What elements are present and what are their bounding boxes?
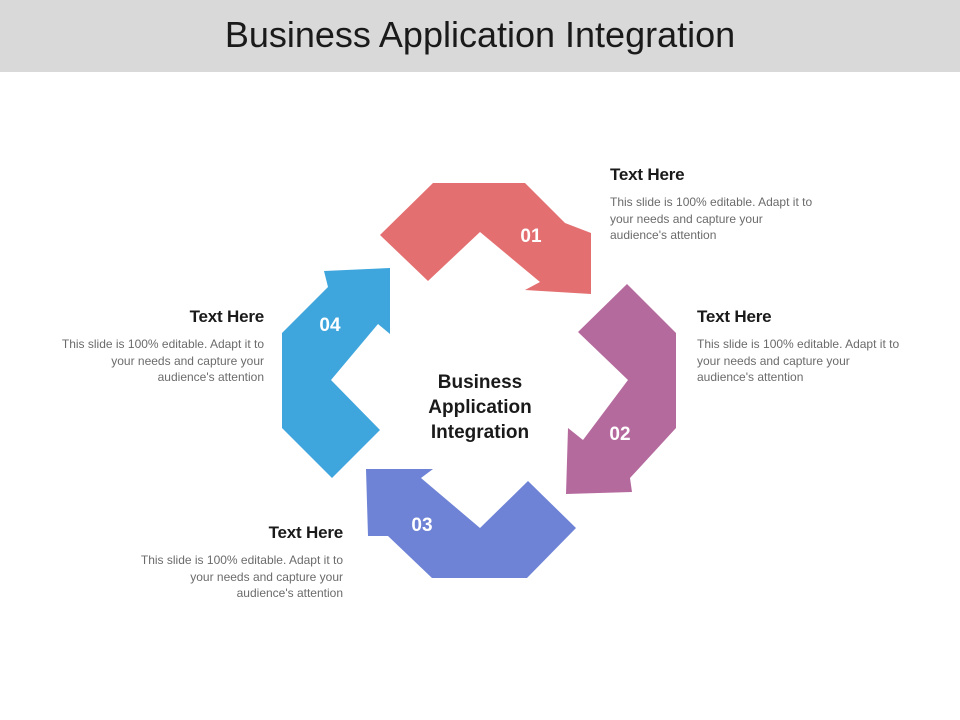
callout-03: Text Here This slide is 100% editable. A… [138,523,343,602]
callout-heading: Text Here [610,165,685,184]
title-bar [0,0,960,72]
arrow-segment-04 [282,268,390,478]
callout-body: This slide is 100% editable. Adapt it to… [61,337,264,384]
step-number-01: 01 [520,226,542,247]
arrow-segment-02 [566,284,676,494]
callout-heading: Text Here [268,523,344,542]
callout-body: This slide is 100% editable. Adapt it to… [140,553,343,600]
center-label-line: Integration [430,422,530,443]
center-label: Business Application Integration [400,370,560,445]
callout-heading: Text Here [189,307,265,326]
step-number-04: 04 [319,315,341,336]
step-number-02: 02 [609,424,630,445]
callout-body: This slide is 100% editable. Adapt it to… [697,337,900,384]
center-label-line: Application [428,397,532,418]
callout-02: Text Here This slide is 100% editable. A… [697,307,902,386]
callout-heading: Text Here [697,307,772,326]
callout-body: This slide is 100% editable. Adapt it to… [610,195,813,242]
callout-04: Text Here This slide is 100% editable. A… [59,307,264,386]
step-number-03: 03 [411,515,432,536]
callout-01: Text Here This slide is 100% editable. A… [610,165,815,244]
center-label-line: Business [437,372,523,393]
arrow-segment-01 [380,183,591,294]
arrow-segment-03 [366,469,576,578]
page-title: Business Application Integration [224,14,736,55]
